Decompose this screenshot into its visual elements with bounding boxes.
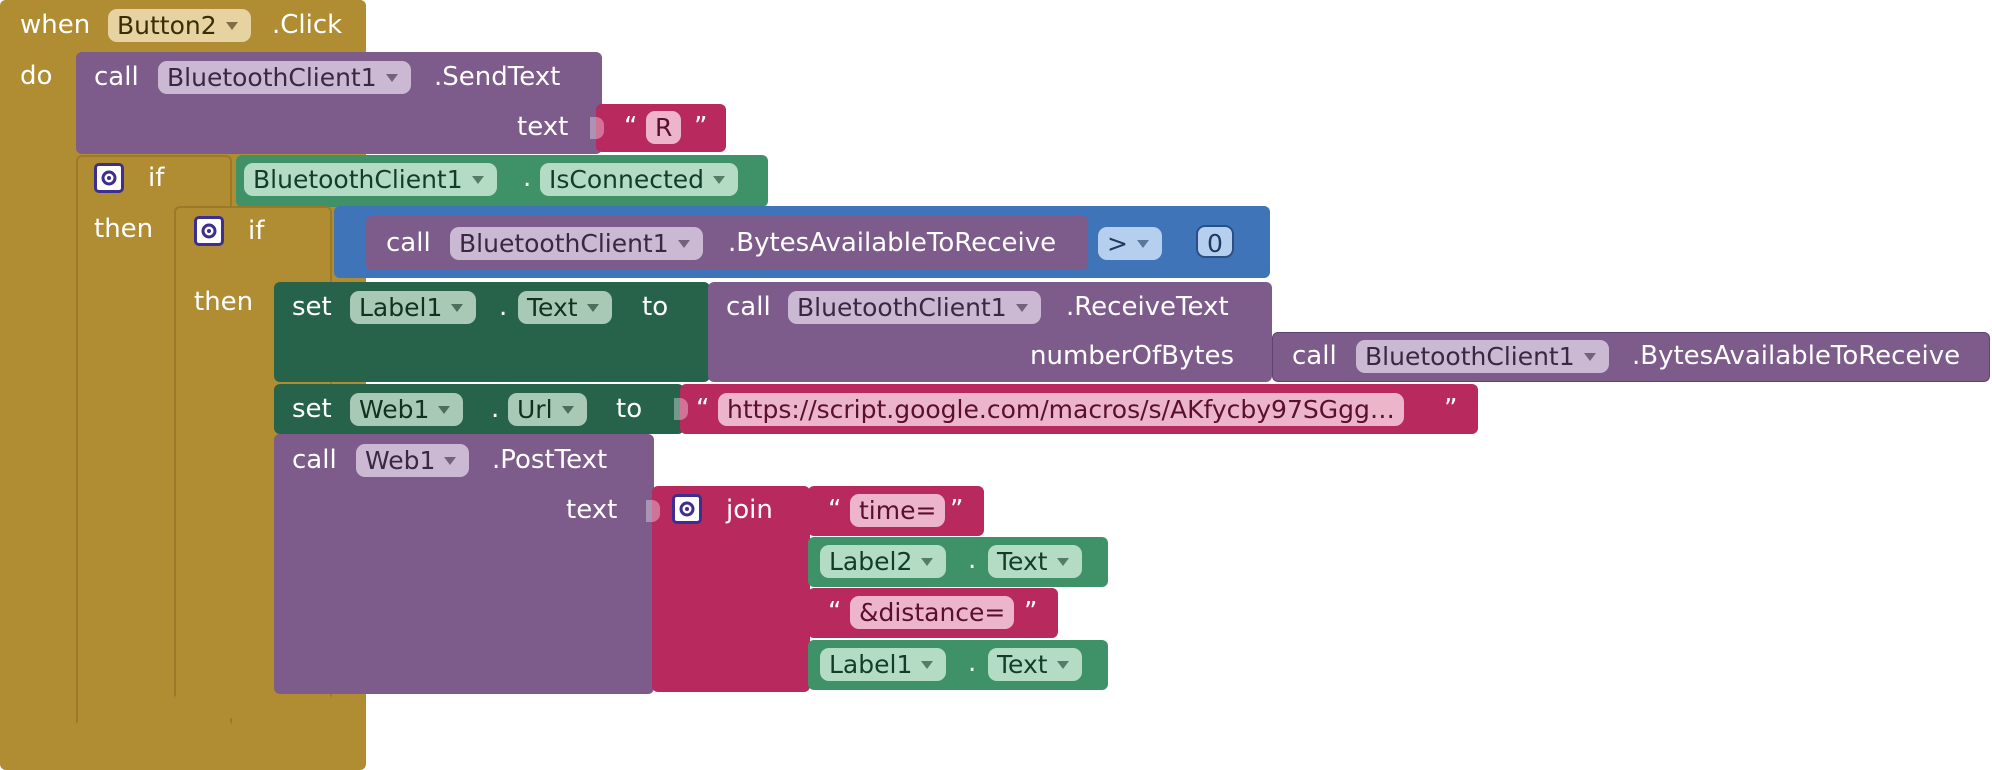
posttext-web1-dropdown[interactable]: Web1 <box>356 444 470 477</box>
numberofbytes-arg-label: numberOfBytes <box>1030 341 1235 371</box>
text-arg-label: text <box>566 495 618 525</box>
join-gear-icon[interactable] <box>672 494 702 524</box>
set-label: set <box>292 292 332 322</box>
label1-component-dropdown[interactable]: Label1 <box>350 291 477 324</box>
receivetext-method-label: .ReceiveText <box>1066 292 1229 322</box>
outer-if-label: if <box>148 163 165 193</box>
call-label: call <box>94 62 139 92</box>
text-arg-label: text <box>517 112 569 142</box>
url-property-dropdown[interactable]: Url <box>508 393 587 426</box>
then-stack-body <box>274 434 654 694</box>
label2-component-dropdown[interactable]: Label2 <box>820 545 947 578</box>
socket-notch <box>646 500 660 522</box>
dot-separator: . <box>499 292 508 322</box>
join-label: join <box>726 495 773 525</box>
outer-if-bottom-bar <box>76 720 232 745</box>
close-quote: ” <box>1024 597 1038 627</box>
set-label1-text-block[interactable] <box>274 282 710 382</box>
label1-property-dropdown[interactable]: Text <box>518 291 612 324</box>
inner-then-label: then <box>194 287 254 317</box>
arg-bluetooth-dropdown[interactable]: BluetoothClient1 <box>1356 340 1609 373</box>
call-label: call <box>292 445 337 475</box>
dot-separator: . <box>968 545 977 575</box>
button2-component-dropdown[interactable]: Button2 <box>108 9 251 42</box>
inner-call-label: call <box>386 228 431 258</box>
close-quote: ” <box>950 495 964 525</box>
socket-notch <box>590 117 604 139</box>
dot-separator: . <box>968 648 977 678</box>
outer-then-label: then <box>94 214 154 244</box>
text-value-r[interactable]: R <box>646 111 682 144</box>
socket-notch <box>674 398 688 420</box>
inner-if-label: if <box>248 216 265 246</box>
inner-if-bottom-bar <box>174 694 332 718</box>
sendtext-method-label: .SendText <box>434 62 561 92</box>
when-label: when <box>20 10 91 40</box>
call-label: call <box>726 292 771 322</box>
bluetoothclient1-dropdown[interactable]: BluetoothClient1 <box>158 61 411 94</box>
number-zero[interactable]: 0 <box>1196 225 1234 258</box>
isconnected-component-dropdown[interactable]: BluetoothClient1 <box>244 163 497 196</box>
label2-property-dropdown[interactable]: Text <box>988 545 1082 578</box>
arg-bytes-method-label: .BytesAvailableToReceive <box>1632 341 1961 371</box>
set-label: set <box>292 394 332 424</box>
dot-separator: . <box>523 163 532 193</box>
outer-if-gear-icon[interactable] <box>94 163 124 193</box>
distance-value[interactable]: &distance= <box>850 596 1015 629</box>
open-quote: “ <box>828 495 842 525</box>
set-web1-url-block[interactable] <box>274 384 684 434</box>
to-label: to <box>616 394 643 424</box>
label1-item-property-dropdown[interactable]: Text <box>988 648 1082 681</box>
label1-item-component-dropdown[interactable]: Label1 <box>820 648 947 681</box>
isconnected-property-dropdown[interactable]: IsConnected <box>540 163 739 196</box>
close-quote: ” <box>1444 394 1458 424</box>
web1-component-dropdown[interactable]: Web1 <box>350 393 464 426</box>
dot-separator: . <box>491 394 500 424</box>
open-quote: “ <box>696 394 710 424</box>
inner-bluetooth-dropdown[interactable]: BluetoothClient1 <box>450 227 703 260</box>
bytes-available-method-label: .BytesAvailableToReceive <box>728 228 1057 258</box>
do-label: do <box>20 61 53 91</box>
time-value[interactable]: time= <box>850 494 946 527</box>
open-quote: “ <box>624 112 638 142</box>
operator-dropdown[interactable]: > <box>1098 227 1162 260</box>
close-quote: ” <box>694 112 708 142</box>
receivetext-bluetooth-dropdown[interactable]: BluetoothClient1 <box>788 291 1041 324</box>
open-quote: “ <box>828 597 842 627</box>
url-value[interactable]: https://script.google.com/macros/s/AKfyc… <box>718 393 1404 426</box>
to-label: to <box>642 292 669 322</box>
call-label: call <box>1292 341 1337 371</box>
click-event-label: .Click <box>272 10 343 40</box>
posttext-method-label: .PostText <box>492 445 608 475</box>
inner-if-gear-icon[interactable] <box>194 216 224 246</box>
